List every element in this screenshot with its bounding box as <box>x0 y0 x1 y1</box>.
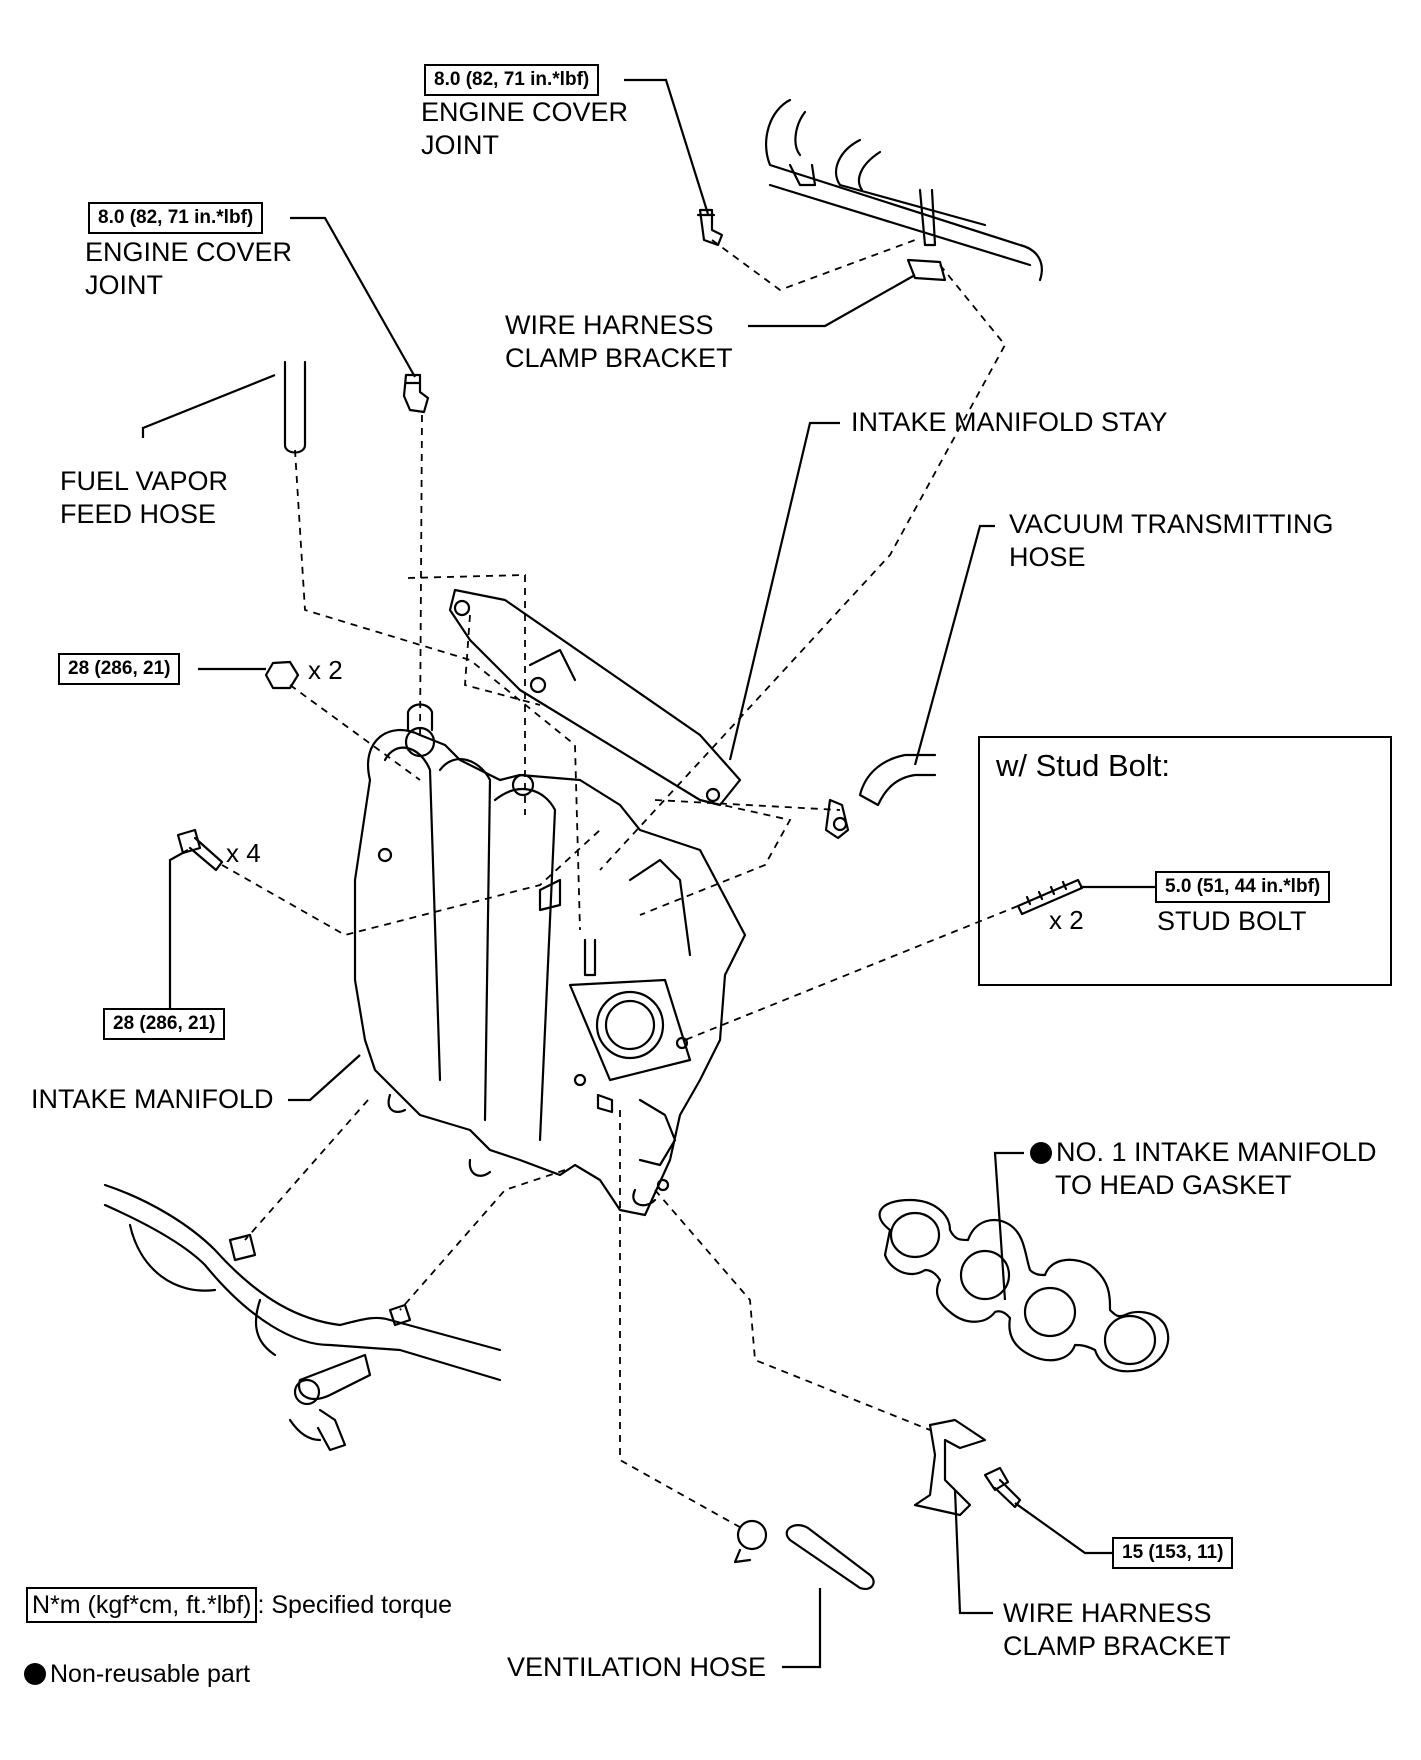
assembly-line <box>654 799 841 811</box>
leader-fuel-vapor-feed-hose <box>141 373 276 438</box>
label-intake-manifold: INTAKE MANIFOLD <box>31 1084 274 1114</box>
assembly-line <box>289 684 421 781</box>
bolt-drawing <box>176 828 224 872</box>
quantity-nut: x 2 <box>308 655 343 685</box>
non-reusable-dot-icon <box>24 1663 46 1685</box>
stud-bolt-inset: w/ Stud Bolt: <box>978 736 1392 986</box>
label-wire-harness-clamp-bracket-top: WIRE HARNESS CLAMP BRACKET <box>505 310 733 373</box>
leader-intake-manifold <box>288 1054 361 1102</box>
leader-bolt <box>168 849 189 1008</box>
torque-stud-bolt: 5.0 (51, 44 in.*lbf) <box>1155 871 1331 903</box>
assembly-line <box>294 449 581 931</box>
assembly-line <box>407 574 526 815</box>
torque-bracket-bolt: 15 (153, 11) <box>1112 1537 1234 1569</box>
wire-harness-clamp-bracket-bottom-drawing <box>913 1418 1022 1517</box>
assembly-line <box>619 1110 746 1531</box>
wire-harness-top-drawing <box>765 98 1043 282</box>
label-engine-cover-joint-left: ENGINE COVER JOINT <box>85 237 293 300</box>
assembly-line <box>221 829 601 936</box>
leader-gasket <box>993 1151 1024 1301</box>
ventilation-hose-drawing <box>733 1519 875 1590</box>
label-ventilation-hose: VENTILATION HOSE <box>507 1652 767 1682</box>
leader-intake-manifold-stay <box>728 421 840 761</box>
assembly-line <box>419 414 423 739</box>
legend-torque-box: N*m (kgf*cm, ft.*lbf) <box>26 1587 258 1623</box>
fuel-vapor-feed-hose-drawing <box>283 360 307 454</box>
assembly-line <box>711 239 916 292</box>
assembly-line <box>684 905 1019 1041</box>
quantity-bolt: x 4 <box>226 838 261 868</box>
intake-manifold-drawing <box>353 703 747 1217</box>
non-reusable-dot-icon <box>1030 1142 1052 1164</box>
label-engine-cover-joint-top: ENGINE COVER JOINT <box>421 97 629 160</box>
torque-engine-cover-joint-top: 8.0 (82, 71 in.*lbf) <box>424 64 600 96</box>
intake-manifold-stay-drawing <box>448 588 742 807</box>
assembly-line <box>654 1189 931 1431</box>
legend-non-reusable: Non-reusable part <box>24 1660 250 1689</box>
assembly-line <box>399 1169 566 1311</box>
leader-vacuum-transmitting-hose <box>913 524 995 766</box>
label-fuel-vapor-feed-hose: FUEL VAPOR FEED HOSE <box>60 466 229 529</box>
vacuum-transmitting-hose-drawing <box>824 753 937 840</box>
leader-ventilation-hose <box>782 1588 822 1669</box>
assembly-line <box>639 799 792 916</box>
label-gasket: NO. 1 INTAKE MANIFOLD TO HEAD GASKET <box>1030 1136 1377 1202</box>
label-wire-harness-clamp-bracket-bottom: WIRE HARNESS CLAMP BRACKET <box>1003 1598 1231 1661</box>
engine-cover-joint-top-drawing <box>696 208 724 247</box>
leader-engine-cover-joint-top <box>624 78 710 215</box>
intake-manifold-gasket-drawing <box>878 1198 1170 1373</box>
leader-engine-cover-joint-left <box>290 216 416 378</box>
label-vacuum-transmitting-hose: VACUUM TRANSMITTING HOSE <box>1009 509 1334 572</box>
inset-title: w/ Stud Bolt: <box>996 748 1171 783</box>
assembly-line <box>244 1099 369 1241</box>
nut-drawing <box>264 660 300 690</box>
wire-harness-bottom-drawing <box>103 1183 502 1452</box>
label-intake-manifold-stay: INTAKE MANIFOLD STAY <box>851 407 1168 437</box>
leader-wire-harness-clamp-bracket-bottom <box>953 1489 993 1615</box>
assembly-line <box>464 614 541 706</box>
engine-cover-joint-left-drawing <box>402 373 430 414</box>
leader-wire-harness-clamp-bracket-top <box>748 274 916 328</box>
leader-bracket-bolt <box>1014 1502 1112 1555</box>
torque-engine-cover-joint-left: 8.0 (82, 71 in.*lbf) <box>88 202 264 234</box>
legend-torque-text: : Specified torque <box>257 1591 453 1619</box>
torque-nut: 28 (286, 21) <box>58 653 181 685</box>
torque-bolt: 28 (286, 21) <box>103 1008 226 1040</box>
assembly-line <box>599 264 1007 871</box>
label-stud-bolt: STUD BOLT <box>1157 906 1307 936</box>
legend-specified-torque: N*m (kgf*cm, ft.*lbf): Specified torque <box>26 1587 452 1623</box>
quantity-stud-bolt: x 2 <box>1049 905 1084 935</box>
